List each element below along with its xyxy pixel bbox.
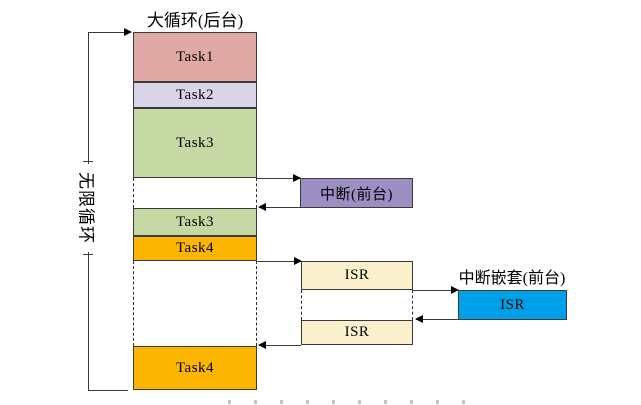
clipped-caption-fragment — [228, 400, 474, 404]
interrupt-call-line — [257, 178, 300, 179]
task-block-task3-resume: Task3 — [133, 208, 257, 236]
nested-interrupt-title: 中断嵌套(前台) — [458, 270, 566, 287]
arrowhead-interrupt-return-icon — [258, 203, 266, 211]
nested-isr-call-line — [413, 290, 458, 291]
isr-suspension-gap — [133, 261, 257, 346]
arrowhead-nested-return-icon — [415, 315, 423, 323]
arrowhead-loop-start-icon — [124, 28, 132, 36]
isr-box-second: ISR — [301, 320, 413, 345]
infinite-loop-label: 无限循环 — [75, 164, 101, 252]
loop-label-tick-bottom — [83, 254, 93, 255]
loop-bottom-line — [88, 390, 128, 391]
arrowhead-interrupt-call-icon — [293, 174, 301, 182]
loop-top-line — [88, 32, 125, 33]
isr-box-first: ISR — [301, 261, 413, 290]
interrupt-return-line — [259, 207, 300, 208]
interrupt-suspension-gap — [133, 178, 257, 208]
arrowhead-isr-call-icon — [294, 257, 302, 265]
loop-label-tick-top — [83, 161, 93, 162]
interrupt-box: 中断(前台) — [300, 178, 413, 208]
nested-isr-box: ISR — [458, 290, 567, 320]
isr-return-line — [259, 345, 301, 346]
task-block-task4: Task4 — [133, 236, 257, 261]
task-block-task4-resume: Task4 — [133, 346, 257, 390]
nested-isr-suspension-gap — [301, 290, 413, 320]
task-block-task3: Task3 — [133, 108, 257, 178]
background-loop-title: 大循环(后台) — [146, 11, 244, 30]
task-block-task1: Task1 — [133, 32, 257, 82]
arrowhead-nested-call-icon — [451, 286, 459, 294]
arrowhead-isr-return-icon — [258, 341, 266, 349]
nested-isr-return-line — [416, 319, 458, 320]
task-block-task2: Task2 — [133, 82, 257, 108]
isr-call-line — [257, 261, 301, 262]
